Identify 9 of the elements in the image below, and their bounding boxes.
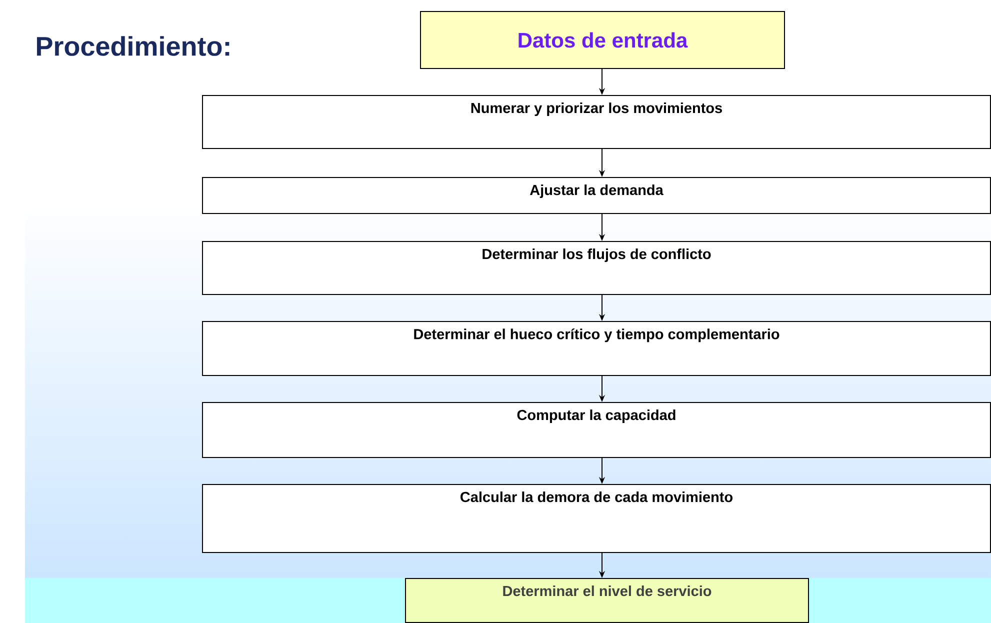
process-box: Computar la capacidad — [202, 402, 991, 458]
output-box: Determinar el nivel de servicio — [405, 578, 809, 623]
process-box: Calcular la demora de cada movimiento — [202, 484, 991, 553]
slide-title: Procedimiento: — [37, 36, 230, 56]
process-box: Ajustar la demanda — [202, 177, 991, 214]
process-box: Determinar los flujos de conflicto — [202, 241, 991, 295]
input-box: Datos de entrada — [420, 11, 785, 69]
process-box: Determinar el hueco crítico y tiempo complementario — [202, 321, 991, 376]
process-box: Numerar y priorizar los movimientos — [202, 95, 991, 149]
